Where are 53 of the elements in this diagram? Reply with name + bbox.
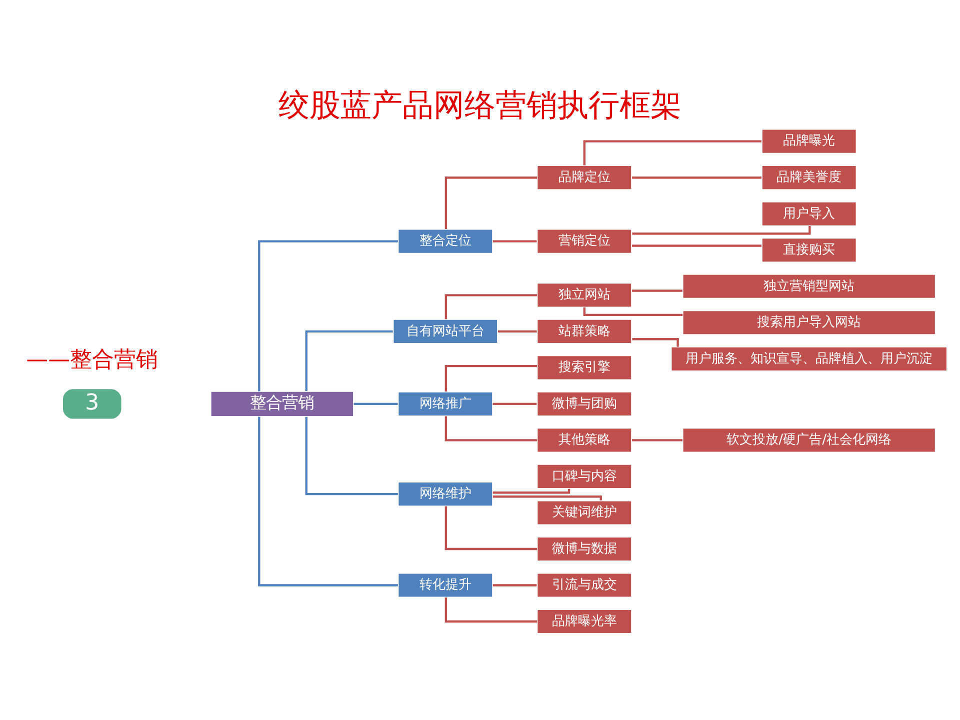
connector bbox=[305, 416, 398, 496]
node-box: 搜索引擎 bbox=[536, 355, 632, 380]
connector bbox=[492, 488, 570, 494]
connector bbox=[492, 584, 537, 586]
node-box: 口碑与内容 bbox=[536, 464, 632, 490]
connector bbox=[583, 307, 683, 316]
node-box: 关键词维护 bbox=[536, 500, 632, 526]
node-box: 转化提升 bbox=[398, 572, 494, 598]
node-box: 直接购买 bbox=[761, 237, 857, 263]
node-box: 引流与成交 bbox=[536, 572, 632, 598]
connector bbox=[444, 506, 538, 550]
connector bbox=[492, 402, 537, 406]
node-box: 品牌曝光 bbox=[761, 128, 857, 154]
node-box: 营销定位 bbox=[536, 228, 632, 254]
node-box: 网络推广 bbox=[398, 391, 494, 417]
connector bbox=[354, 402, 398, 406]
node-box: 自有网站平台 bbox=[392, 318, 498, 344]
connector bbox=[632, 244, 762, 247]
node-box: 整合营销 bbox=[210, 390, 354, 418]
node-box: 品牌曝光率 bbox=[536, 608, 632, 634]
connector bbox=[444, 416, 538, 442]
connector bbox=[305, 330, 393, 391]
node-box: 微博与数据 bbox=[536, 536, 632, 562]
node-box: 独立网站 bbox=[536, 282, 632, 308]
label: ——整合营销 bbox=[26, 348, 158, 373]
connector bbox=[632, 226, 811, 235]
node-box: 整合定位 bbox=[398, 228, 494, 254]
connector bbox=[492, 240, 537, 242]
node-box: 品牌美誉度 bbox=[761, 164, 857, 190]
node-box: 其他策略 bbox=[536, 428, 632, 453]
label: 3 bbox=[85, 390, 100, 416]
node-box: 网络维护 bbox=[398, 481, 494, 507]
node-box: 站群策略 bbox=[536, 318, 632, 344]
connector bbox=[583, 140, 762, 166]
node-box: 用户导入 bbox=[761, 201, 857, 226]
node-box: 用户服务、知识宣导、品牌植入、用户沉淀 bbox=[670, 346, 948, 372]
connector bbox=[444, 364, 538, 392]
connector bbox=[444, 598, 538, 623]
node-box: 软文投放/硬广告/社会化网络 bbox=[682, 428, 936, 453]
node-box: 搜索用户导入网站 bbox=[682, 310, 936, 336]
node-box: 品牌定位 bbox=[536, 164, 632, 190]
connector bbox=[632, 439, 682, 442]
connector bbox=[444, 294, 538, 320]
connector bbox=[632, 290, 682, 292]
connector bbox=[258, 240, 398, 392]
connector bbox=[444, 176, 538, 230]
connector bbox=[632, 338, 679, 347]
node-box: 微博与团购 bbox=[536, 391, 632, 417]
connector bbox=[498, 330, 537, 333]
diagram-title: 绞股蓝产品网络营销执行框架 bbox=[278, 87, 682, 124]
connector bbox=[258, 416, 398, 586]
node-box: 独立营销型网站 bbox=[682, 274, 936, 300]
connector bbox=[632, 176, 762, 179]
